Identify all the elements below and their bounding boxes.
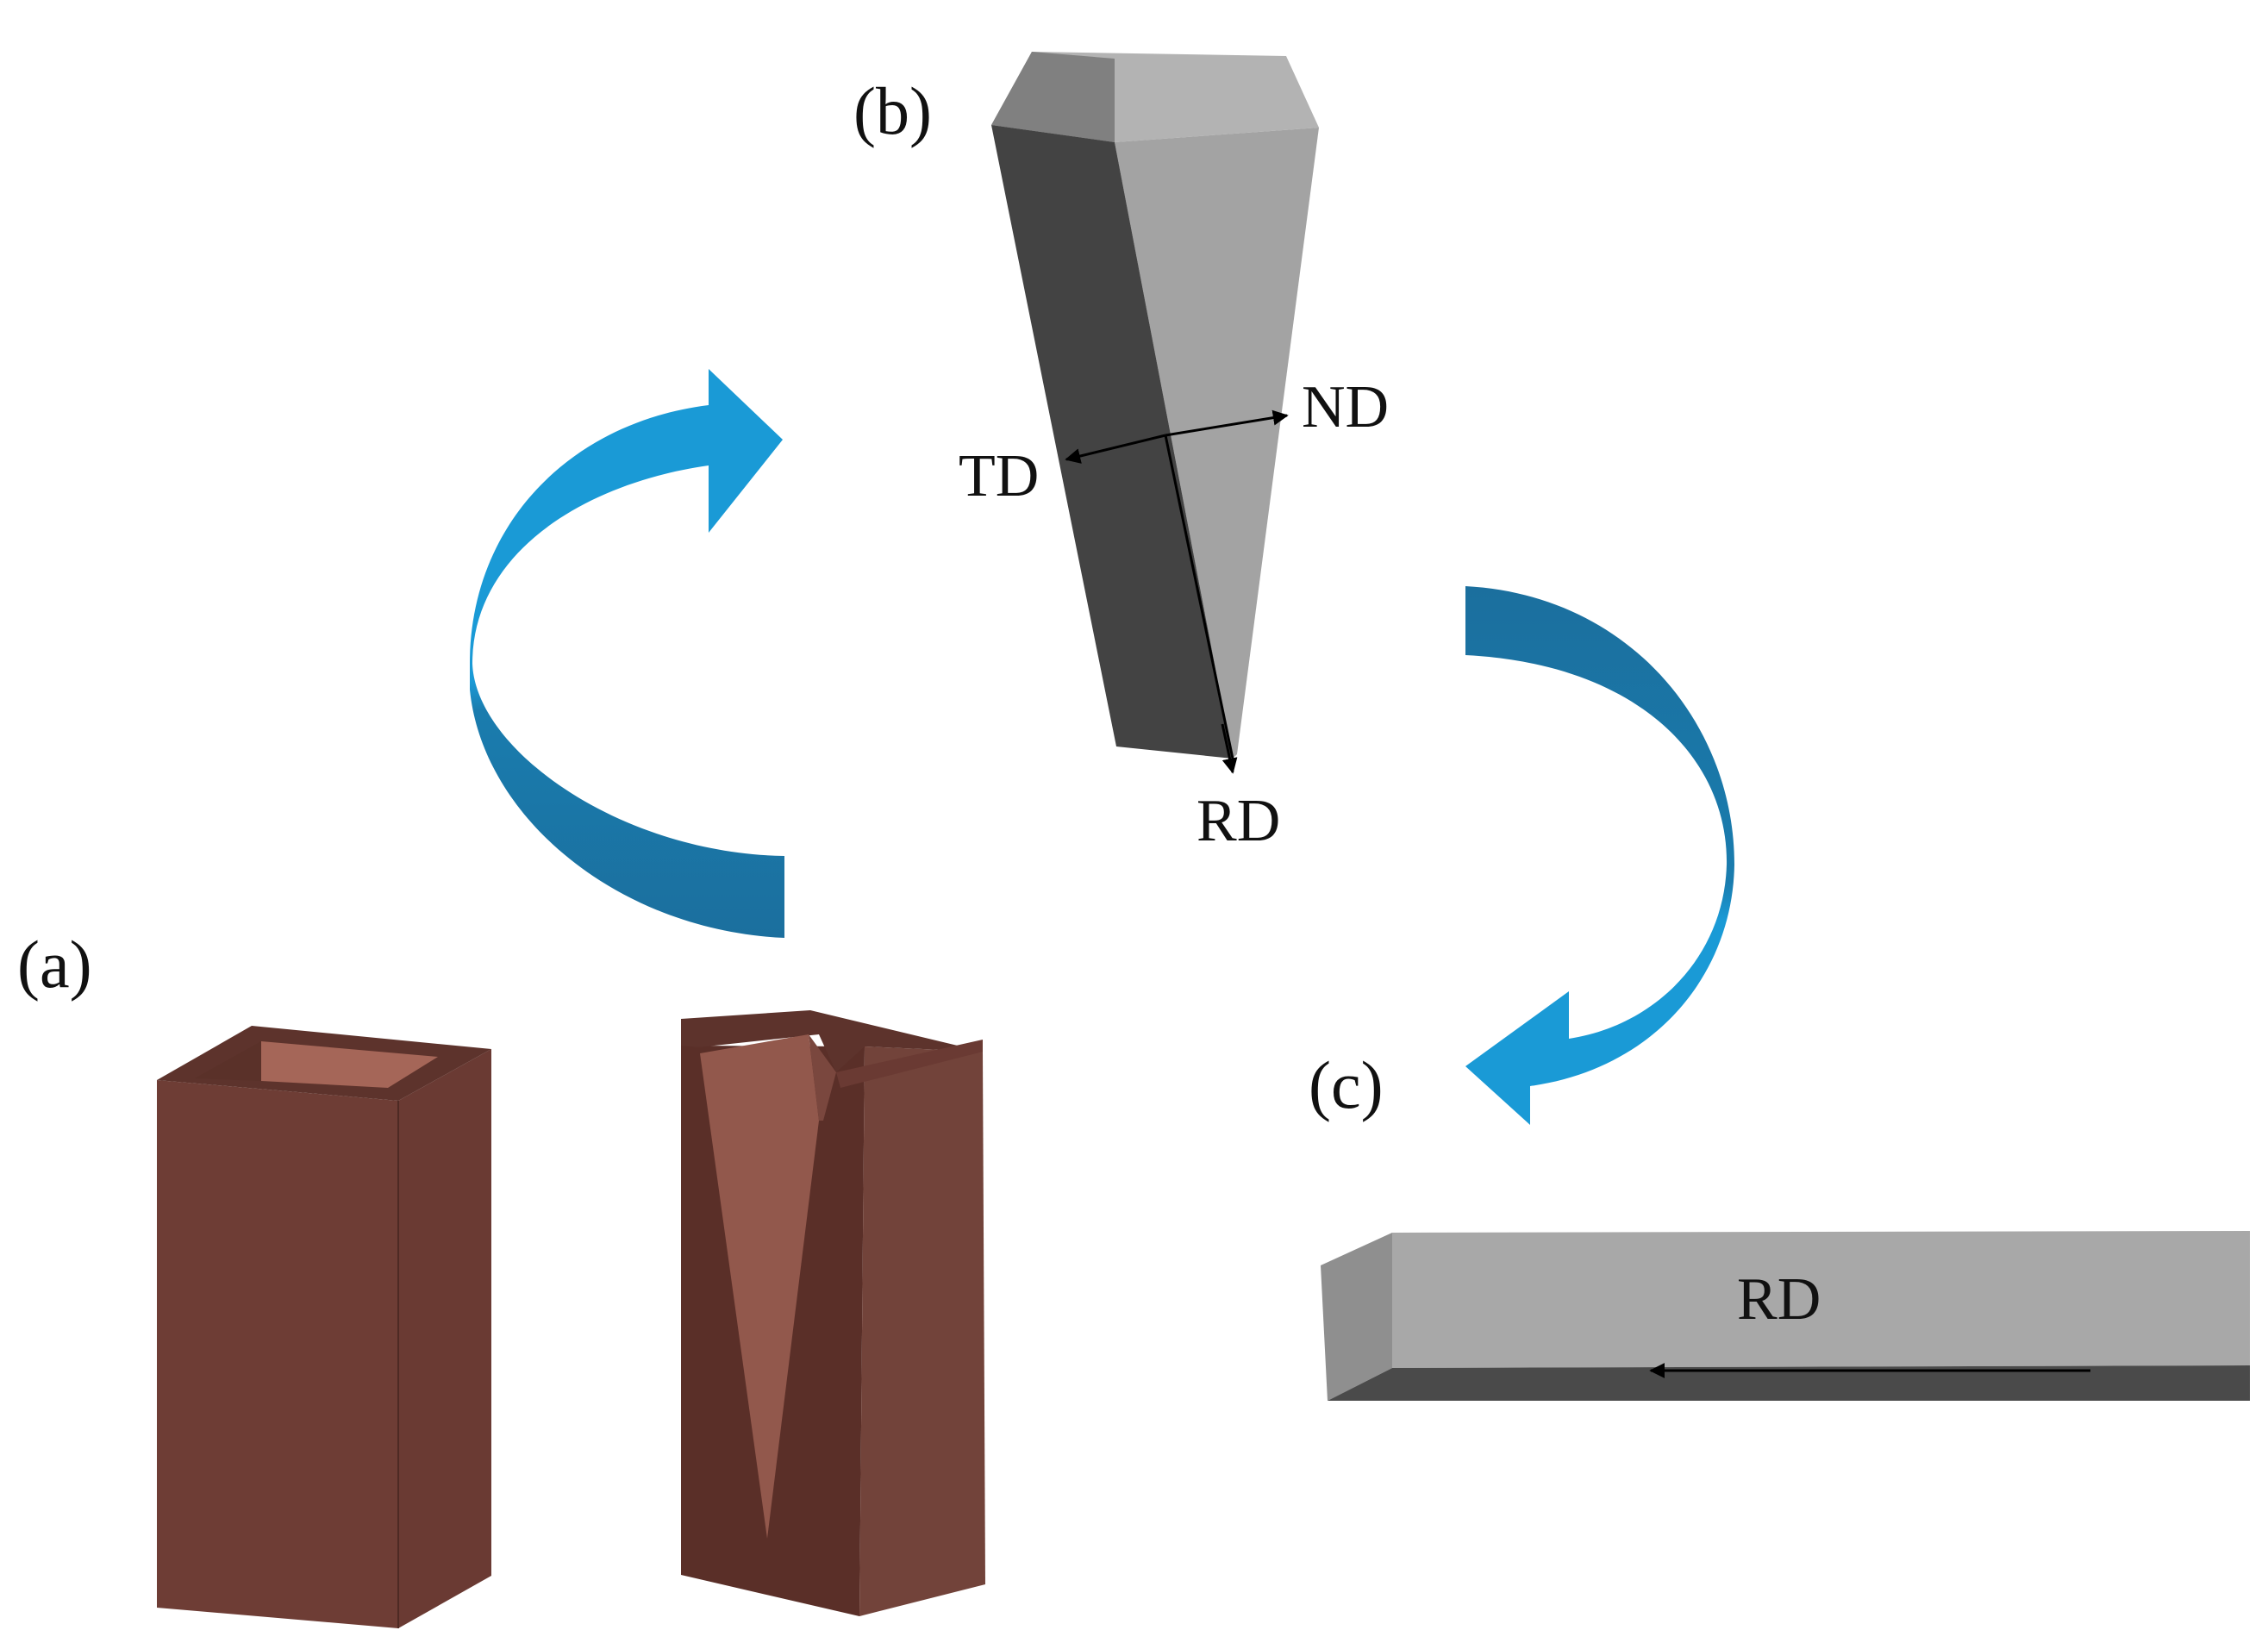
rd-axis-label-c: RD bbox=[1737, 1266, 1821, 1333]
ingot-left-face bbox=[991, 125, 1233, 759]
mold-sectioned bbox=[681, 1010, 985, 1616]
panel-c-label: (c) bbox=[1309, 1047, 1384, 1122]
mold-hollow-front bbox=[157, 1080, 398, 1628]
plate-top-face bbox=[1392, 1231, 2250, 1368]
mold-hollow-cavity bbox=[261, 1041, 438, 1088]
panel-b bbox=[991, 52, 1319, 774]
nd-axis-arrow bbox=[1165, 409, 1289, 437]
plate-bottom-face bbox=[1328, 1365, 2250, 1401]
arrow-a-to-b-icon bbox=[470, 369, 784, 938]
arrow-b-to-c bbox=[1465, 586, 1734, 1125]
mold-hollow-side bbox=[398, 1049, 491, 1628]
rd-axis-arrow bbox=[1221, 723, 1238, 774]
mold-sectioned-groove-shadow bbox=[809, 1034, 836, 1121]
rd-axis-label-b: RD bbox=[1196, 788, 1280, 854]
mold-sectioned-groove bbox=[700, 1034, 819, 1539]
mold-sectioned-side bbox=[859, 1046, 985, 1616]
mold-sectioned-top-rim bbox=[681, 1010, 983, 1072]
nd-axis-label: ND bbox=[1302, 374, 1389, 440]
panel-a-label: (a) bbox=[17, 927, 92, 1002]
arrow-a-to-b bbox=[470, 369, 784, 938]
arrow-b-to-c-icon bbox=[1465, 586, 1734, 1125]
mold-sectioned-rim-lip bbox=[836, 1040, 983, 1088]
mold-hollow bbox=[157, 1026, 491, 1628]
td-axis-label: TD bbox=[959, 443, 1039, 509]
panel-a bbox=[157, 1010, 985, 1628]
ingot-top-bevel bbox=[991, 52, 1115, 142]
plate-end-face bbox=[1321, 1233, 1392, 1401]
ingot-right-face bbox=[1115, 128, 1319, 759]
panel-c bbox=[1321, 1231, 2250, 1401]
td-axis-arrow bbox=[1065, 434, 1166, 464]
ingot-front-edge bbox=[1164, 434, 1234, 759]
mold-hollow-inner-wall bbox=[195, 1041, 261, 1081]
panel-b-label: (b) bbox=[853, 73, 932, 148]
